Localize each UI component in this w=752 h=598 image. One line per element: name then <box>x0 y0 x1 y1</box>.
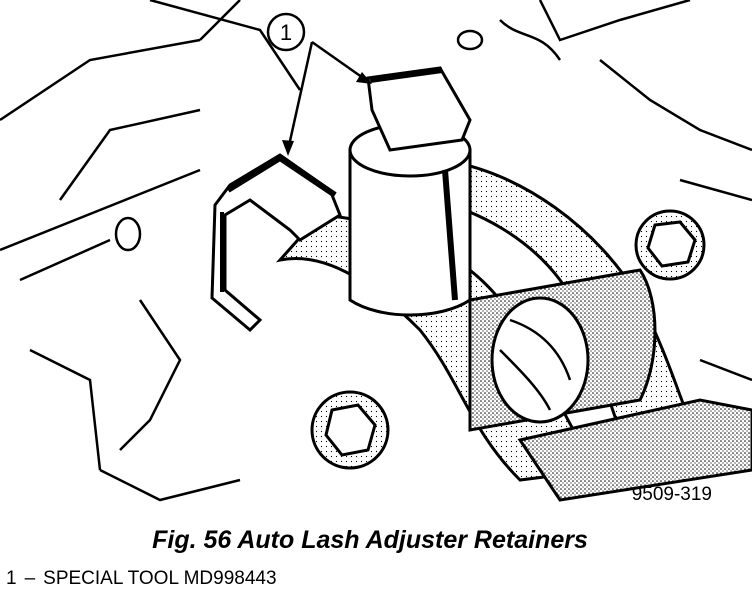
legend: 1–SPECIAL TOOL MD998443 <box>6 568 285 590</box>
special-tool-left <box>210 153 342 333</box>
bolt-lower-icon <box>310 390 390 470</box>
figure-code: 9509-319 <box>632 484 712 505</box>
legend-number: 1 <box>6 568 17 589</box>
legend-text: SPECIAL TOOL MD998443 <box>43 568 277 589</box>
upper-bolt-hole <box>456 29 484 51</box>
callout-number: 1 <box>280 20 292 45</box>
cam-housing <box>517 398 752 502</box>
figure-caption: Fig. 56 Auto Lash Adjuster Retainers <box>152 526 588 554</box>
engine-diagram: 1 9509-319 <box>0 0 752 505</box>
special-tool-right <box>366 66 472 152</box>
legend-dash: – <box>24 568 36 589</box>
bolt-right-icon <box>634 209 706 281</box>
lash-adjuster-cylinder <box>348 122 472 317</box>
cylinder-head-outline <box>0 0 752 502</box>
callout-1: 1 <box>266 12 372 156</box>
shaft-end <box>490 296 590 424</box>
bolt-hole <box>114 216 142 252</box>
